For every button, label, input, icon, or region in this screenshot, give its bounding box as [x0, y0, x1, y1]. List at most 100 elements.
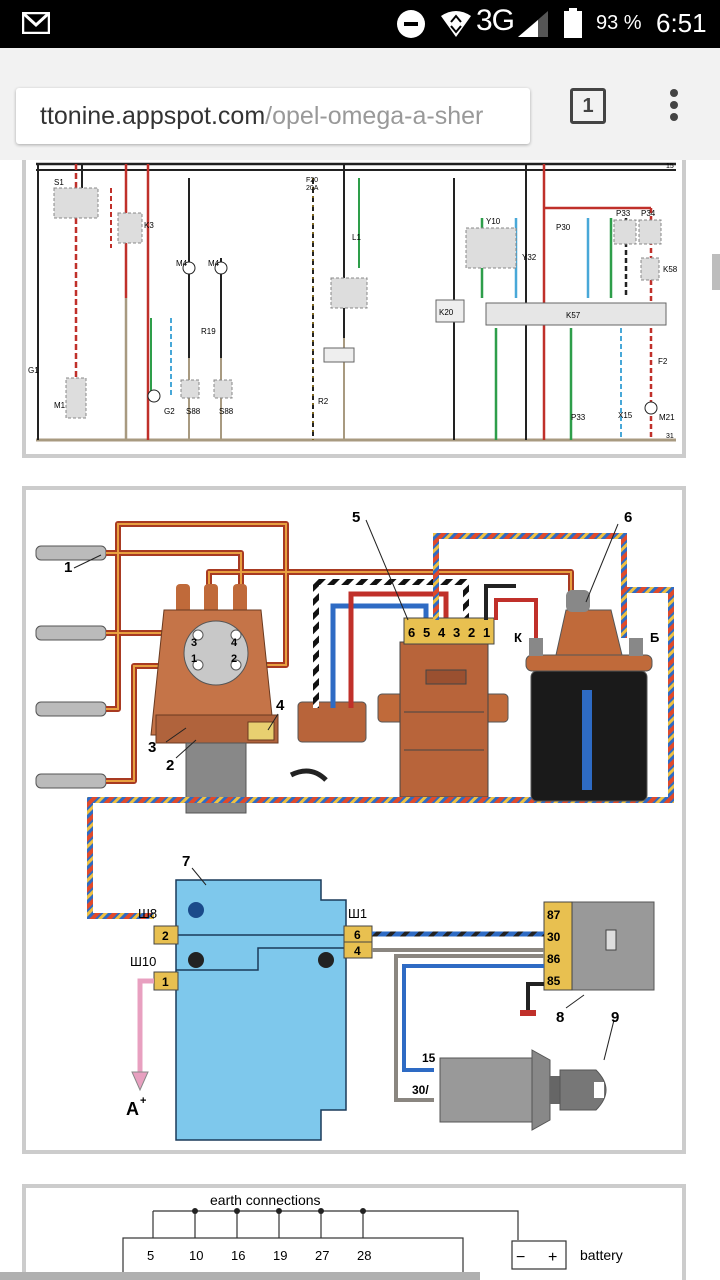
junction-dot [318, 1208, 324, 1214]
component-s88b [213, 379, 233, 399]
battery-icon [564, 8, 582, 38]
label-p33b: P33 [571, 413, 586, 422]
signal-icon [518, 11, 548, 37]
junction-dot [234, 1208, 240, 1214]
relay-pin-85: 85 [547, 974, 561, 988]
label-m4: M4 [176, 259, 188, 268]
ecu-pin-label: 19 [273, 1248, 287, 1263]
battery-label: battery [580, 1247, 623, 1263]
label-k57: K57 [566, 311, 581, 320]
gmail-icon [22, 12, 50, 34]
battery-minus: − [516, 1249, 525, 1266]
battery-percent: 93 % [596, 12, 642, 34]
label-s88b: S88 [219, 407, 234, 416]
label-k58: K58 [663, 265, 678, 274]
overflow-menu-icon[interactable] [664, 86, 684, 126]
wiring-schematic-image: S1 K3 M4 M4 M1 G1 G2 S88 S88 R19 R2 F20 … [22, 160, 686, 458]
label-y32: Y32 [522, 253, 537, 262]
ignition-diagram-image: 3 4 1 2 6 [22, 486, 686, 1154]
label-k20: K20 [439, 308, 454, 317]
relay-pin-86: 86 [547, 952, 561, 966]
component-s88 [180, 379, 200, 399]
callout-6: 6 [624, 509, 632, 526]
battery-box [511, 1240, 567, 1270]
label-supply-15: 15 [666, 163, 674, 170]
earth-connections-title: earth connections [210, 1192, 321, 1208]
label-sh10: Ш10 [130, 954, 156, 969]
ground-symbol [520, 1010, 536, 1016]
label-f20: F20 [306, 177, 318, 184]
url-path: /opel-omega-a-sher [265, 102, 484, 130]
label-sh8: Ш8 [138, 906, 157, 921]
label-s88: S88 [186, 407, 201, 416]
switch-pin-3: 3 [453, 625, 460, 640]
ignition-diagram-svg: 3 4 1 2 6 [35, 509, 674, 1141]
horizontal-scrollbar[interactable] [0, 1272, 480, 1280]
label-l1: L1 [352, 233, 361, 242]
label-p34: P34 [641, 209, 656, 218]
junction-dot [276, 1208, 282, 1214]
connector-sh8-pin2 [153, 925, 179, 945]
label-k3: K3 [144, 221, 154, 230]
junction-dot [360, 1208, 366, 1214]
component-k20-left [323, 347, 355, 363]
label-supply-plus: + [140, 1095, 146, 1107]
ecu-pin-label: 5 [147, 1248, 154, 1263]
rotation-arrow-icon [289, 768, 328, 782]
callout-1: 1 [64, 559, 72, 576]
component-m1 [65, 377, 87, 419]
label-ground-31: 31 [666, 433, 674, 440]
component-y10 [465, 227, 517, 269]
motor-m21 [644, 401, 658, 415]
component-k20 [435, 299, 465, 323]
lock-pin-15: 15 [422, 1051, 436, 1065]
switch-pin-6: 6 [408, 625, 415, 640]
distributor-terminal-4: 4 [231, 637, 238, 649]
distributor [150, 584, 279, 814]
distributor-terminal-3: 3 [191, 637, 197, 649]
relay-pin-block [543, 901, 573, 991]
switch-pin-5: 5 [423, 625, 430, 640]
label-x15: X15 [618, 411, 633, 420]
page-content: S1 K3 M4 M4 M1 G1 G2 S88 S88 R19 R2 F20 … [0, 160, 720, 1280]
ecu-pin-label: 16 [231, 1248, 245, 1263]
label-supply-a: A [126, 1099, 139, 1119]
component-p33 [613, 219, 637, 245]
vertical-scrollbar[interactable] [712, 254, 720, 290]
browser-toolbar: ttonine.appspot.com/opel-omega-a-sher 1 [0, 48, 720, 161]
component-p23 [330, 277, 368, 309]
callout-7: 7 [182, 853, 190, 870]
tab-switcher-button[interactable]: 1 [570, 88, 606, 124]
clock: 6:51 [656, 8, 707, 38]
ecu-pin-label: 27 [315, 1248, 329, 1263]
component-k57 [485, 302, 667, 326]
component-k3 [117, 212, 143, 244]
url-host: ttonine.appspot.com [40, 102, 266, 130]
label-f20-amp: 20A [306, 185, 319, 192]
network-type: 3G [476, 4, 515, 37]
callout-4: 4 [276, 697, 285, 714]
wifi-icon [441, 11, 471, 37]
motor-m4 [182, 261, 196, 275]
junction-dot [192, 1208, 198, 1214]
relay [569, 901, 655, 991]
label-r2: R2 [318, 397, 329, 406]
pin-sh8: 2 [162, 929, 169, 943]
switch-pin-4: 4 [438, 625, 446, 640]
switch-pin-1: 1 [483, 625, 490, 640]
ecu-pin-label: 28 [357, 1248, 371, 1263]
coil-terminal-b: Б [650, 630, 659, 645]
label-g1: G1 [28, 366, 39, 375]
url-bar[interactable]: ttonine.appspot.com/opel-omega-a-sher [16, 88, 530, 144]
callout-line-1 [73, 554, 102, 569]
callout-2: 2 [166, 757, 174, 774]
label-m1: M1 [54, 401, 66, 410]
switch-pin-block [403, 617, 495, 645]
do-not-disturb-icon [397, 10, 425, 38]
callout-8: 8 [556, 1009, 564, 1026]
callout-3: 3 [148, 739, 156, 756]
twisted-wire-long [87, 587, 674, 919]
ignition-lock [439, 1049, 607, 1131]
